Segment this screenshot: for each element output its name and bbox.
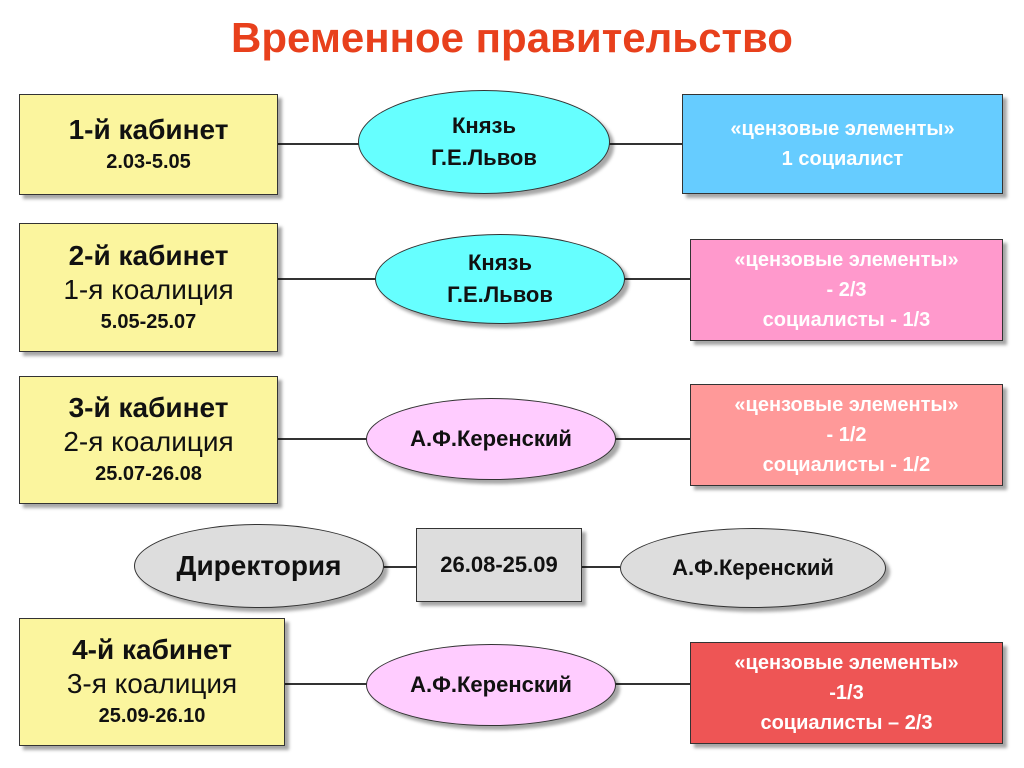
leader-name: Г.Е.Львов [447,282,553,307]
cabinet-name: 2-й кабинет [68,239,229,271]
cabinet-name: 3-й кабинет [68,392,229,423]
cabinet-coalition: 3-я коалиция [66,668,238,699]
composition-line: - 1/2 [826,424,867,446]
cabinet-dates: 25.07-26.08 [95,463,202,485]
leader-ellipse-4: А.Ф.Керенский [366,644,616,726]
composition-box-1: «цензовые элементы» 1 социалист [682,94,1003,194]
page-title: Временное правительство [231,14,793,61]
composition-line: «цензовые элементы» [730,118,955,140]
composition-line: социалисты - 1/2 [762,454,931,476]
cabinet-2-box: 2-й кабинет 1-я коалиция 5.05-25.07 [19,223,278,352]
leader-name: А.Ф.Керенский [410,426,572,451]
composition-line: «цензовые элементы» [734,652,959,674]
directory-dates-box: 26.08-25.09 [416,528,582,602]
cabinet-name: 1-й кабинет [68,113,229,145]
leader-title: Князь [467,250,532,275]
leader-ellipse-1: Князь Г.Е.Львов [358,90,610,194]
directory-leader-ellipse: А.Ф.Керенский [620,528,886,608]
cabinet-name: 4-й кабинет [72,634,232,665]
composition-line: - 2/3 [826,279,867,301]
cabinet-1-box: 1-й кабинет 2.03-5.05 [19,94,278,195]
cabinet-3-box: 3-й кабинет 2-я коалиция 25.07-26.08 [19,376,278,504]
cabinet-coalition: 2-я коалиция [63,426,234,457]
composition-line: 1 социалист [781,148,904,170]
leader-name: А.Ф.Керенский [672,555,834,580]
cabinet-4-box: 4-й кабинет 3-я коалиция 25.09-26.10 [19,618,285,746]
cabinet-dates: 5.05-25.07 [100,310,197,333]
leader-ellipse-3: А.Ф.Керенский [366,398,616,480]
composition-box-4: «цензовые элементы» -1/3 социалисты – 2/… [690,642,1003,744]
directory-name: Директория [176,550,342,581]
leader-title: Князь [451,113,516,138]
leader-name: Г.Е.Львов [431,145,537,170]
cabinet-dates: 25.09-26.10 [98,705,206,727]
composition-box-3: «цензовые элементы» - 1/2 социалисты - 1… [690,384,1003,486]
composition-line: социалисты - 1/3 [762,309,931,331]
composition-box-2: «цензовые элементы» - 2/3 социалисты - 1… [690,239,1003,341]
directory-ellipse: Директория [134,524,384,608]
composition-line: «цензовые элементы» [734,394,959,416]
composition-line: социалисты – 2/3 [760,712,933,734]
leader-name: А.Ф.Керенский [410,672,572,697]
leader-ellipse-2: Князь Г.Е.Львов [375,234,625,324]
cabinet-coalition: 1-я коалиция [63,273,234,305]
composition-line: -1/3 [829,682,864,704]
directory-dates: 26.08-25.09 [440,552,558,577]
cabinet-dates: 2.03-5.05 [106,150,191,173]
composition-line: «цензовые элементы» [734,249,959,271]
